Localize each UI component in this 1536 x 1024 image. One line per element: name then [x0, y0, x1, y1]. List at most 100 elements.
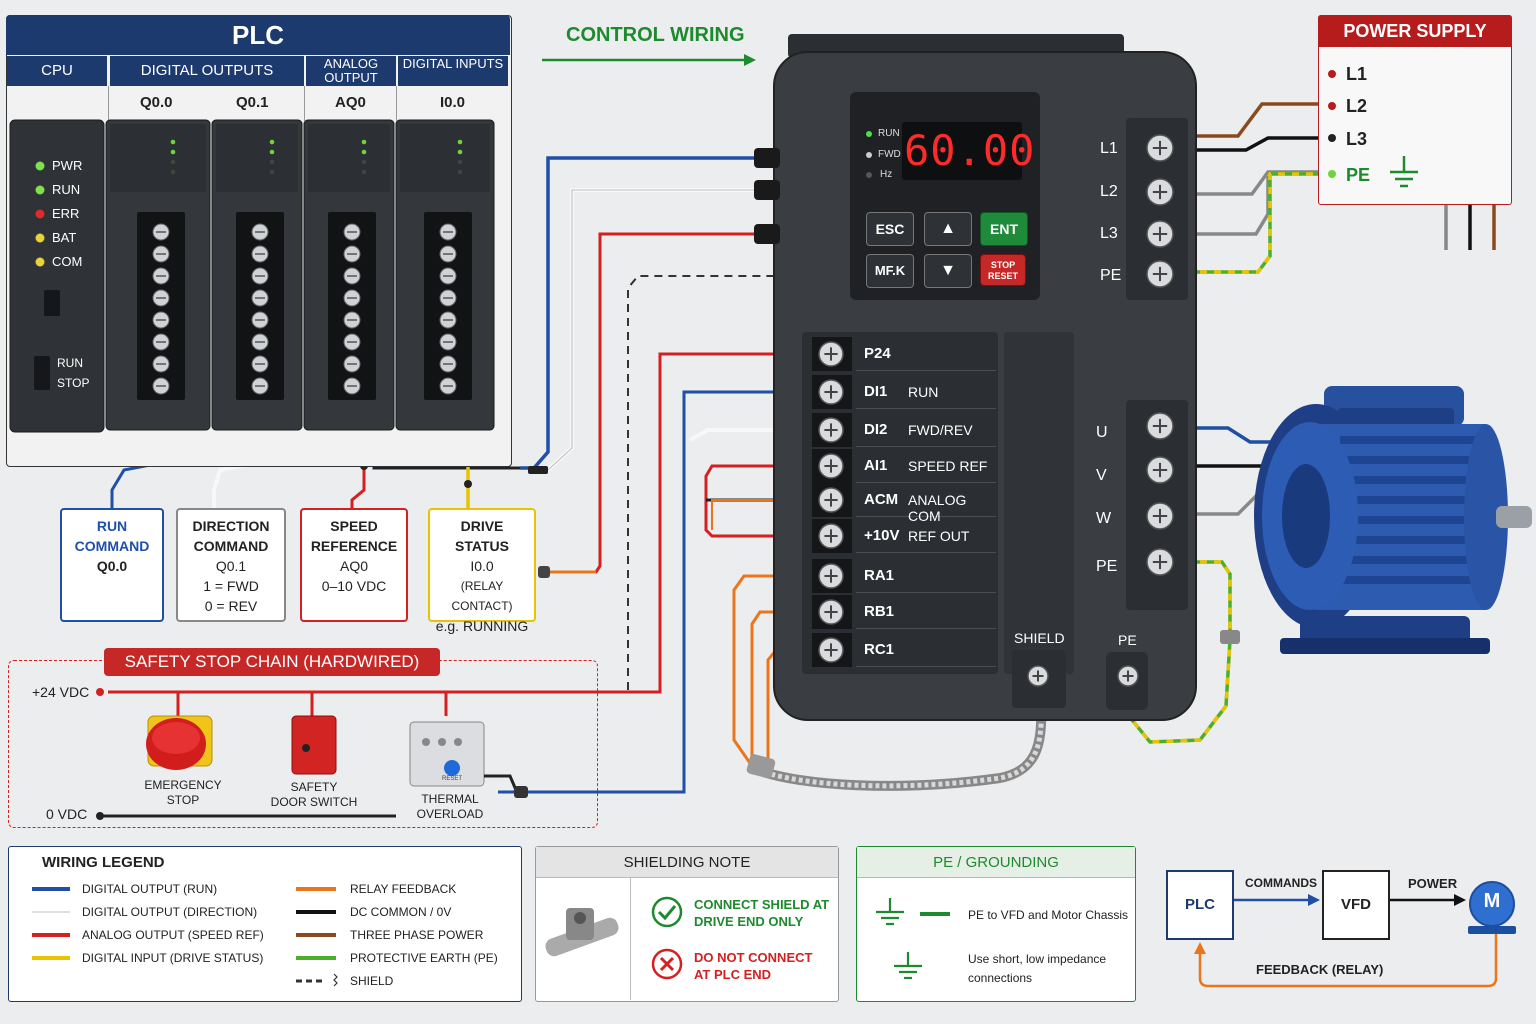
terminal-id: RC1 [864, 641, 895, 658]
legend-item-speed: ANALOG OUTPUT (SPEED REF) [82, 928, 264, 942]
down-button[interactable]: ▼ [924, 254, 972, 288]
mfk-button[interactable]: MF.K [866, 254, 914, 288]
safety-chain-wiring [96, 688, 528, 820]
ent-button[interactable]: ENT [980, 212, 1028, 246]
legend-item-status: DIGITAL INPUT (DRIVE STATUS) [82, 951, 264, 965]
grounding-line1: PE to VFD and Motor Chassis [968, 908, 1129, 922]
terminal-function: FWD/REV [908, 422, 973, 438]
power-supply-dots [1328, 70, 1336, 178]
legend-item-direction: DIGITAL OUTPUT (DIRECTION) [82, 905, 258, 919]
plc-col-digital-outputs: DIGITAL OUTPUTS [110, 56, 304, 86]
flow-feedback-label: FEEDBACK (RELAY) [1256, 962, 1384, 977]
legend-item-shield: SHIELD [350, 974, 394, 988]
led-label-err: ERR [52, 206, 80, 221]
thermal-reset-button[interactable]: RESET [441, 776, 462, 782]
flow-power-label: POWER [1408, 876, 1458, 891]
terminal-id: AI1 [864, 457, 888, 474]
shielding-title: SHIELDING NOTE [623, 854, 751, 871]
plc-channel-q00: Q0.0 [140, 94, 173, 111]
check-icon [651, 896, 683, 928]
output-label-w: W [1096, 510, 1112, 527]
led-label-com: COM [52, 254, 83, 269]
input-label-pe: PE [1100, 267, 1122, 284]
up-button[interactable]: ▲ [924, 212, 972, 246]
plc-col-digital-inputs: DIGITAL INPUTS [398, 56, 508, 86]
terminal-id: DI1 [864, 383, 888, 400]
legend-item-pe: PROTECTIVE EARTH (PE) [350, 951, 498, 965]
plc-col-analog-output: ANALOG OUTPUT [306, 56, 396, 86]
switch-label-run: RUN [57, 356, 83, 370]
flow-diagram [1194, 881, 1516, 988]
output-label-u: U [1096, 424, 1108, 441]
shield-connector-icon [545, 908, 619, 957]
wiring-legend [8, 846, 522, 1002]
legend-title: WIRING LEGEND [42, 854, 165, 871]
indicator-run: RUN [878, 128, 900, 139]
led-label-bat: BAT [52, 230, 77, 245]
flow-commands-label: COMMANDS [1245, 876, 1317, 890]
grounding-title: PE / GROUNDING [933, 854, 1059, 871]
input-label-l2: L2 [1100, 183, 1118, 200]
shield-label: SHIELD [1014, 630, 1065, 646]
grounding-header [857, 847, 1135, 878]
terminal-id: DI2 [864, 421, 888, 438]
plc-title: PLC [6, 15, 510, 55]
legend-item-relay: RELAY FEEDBACK [350, 882, 457, 896]
safety-chain-title: SAFETY STOP CHAIN (HARDWIRED) [104, 648, 440, 676]
vfd-display: 60.00 [904, 126, 1036, 175]
plc-channel-q01: Q0.1 [236, 94, 269, 111]
esc-button[interactable]: ESC [866, 212, 914, 246]
legend-item-run: DIGITAL OUTPUT (RUN) [82, 882, 218, 896]
ground-symbols [876, 898, 950, 980]
cross-icon [651, 948, 683, 980]
terminal-id: RA1 [864, 567, 895, 584]
terminal-ra1: RA1 [856, 560, 996, 593]
plc-channel-i00: I0.0 [440, 94, 466, 111]
shielding-status-icons [651, 896, 683, 980]
indicator-hz: Hz [880, 169, 893, 180]
supply-pe: PE [1346, 165, 1371, 185]
legend-swatches [32, 887, 338, 987]
terminal-ai1: AI1 SPEED REF [856, 450, 996, 483]
motor-icon [1254, 386, 1532, 654]
plc-hardware [9, 119, 495, 433]
flow-plc-box: PLC [1166, 870, 1234, 940]
terminal-p24: P24 [856, 338, 996, 371]
terminal-id: ACM [864, 491, 899, 508]
terminal-rc1: RC1 [856, 634, 996, 667]
supply-l3: L3 [1346, 129, 1368, 149]
output-label-v: V [1096, 467, 1107, 484]
legend-item-three-phase: THREE PHASE POWER [350, 928, 484, 942]
terminal-di2: DI2 FWD/REV [856, 414, 996, 447]
terminal-id: P24 [864, 345, 891, 362]
terminal-rb1: RB1 [856, 596, 996, 629]
supply-l2: L2 [1346, 96, 1368, 116]
plus-24vdc-label: +24 VDC [32, 684, 90, 700]
switch-label-stop: STOP [57, 376, 90, 390]
terminal-function: REF OUT [908, 528, 970, 544]
output-label-pe: PE [1096, 558, 1118, 575]
led-label-run: RUN [52, 182, 81, 197]
flow-motor-label: M [1483, 890, 1501, 912]
flow-vfd-box: VFD [1322, 870, 1390, 940]
input-label-l1: L1 [1100, 140, 1118, 157]
plc-channel-aq0: AQ0 [335, 94, 366, 111]
terminal-id: RB1 [864, 603, 895, 620]
legend-item-dc-common: DC COMMON / 0V [350, 905, 452, 919]
power-supply-title: POWER SUPPLY [1318, 15, 1512, 47]
input-label-l3: L3 [1100, 225, 1118, 242]
terminal-function: SPEED REF [908, 458, 988, 474]
